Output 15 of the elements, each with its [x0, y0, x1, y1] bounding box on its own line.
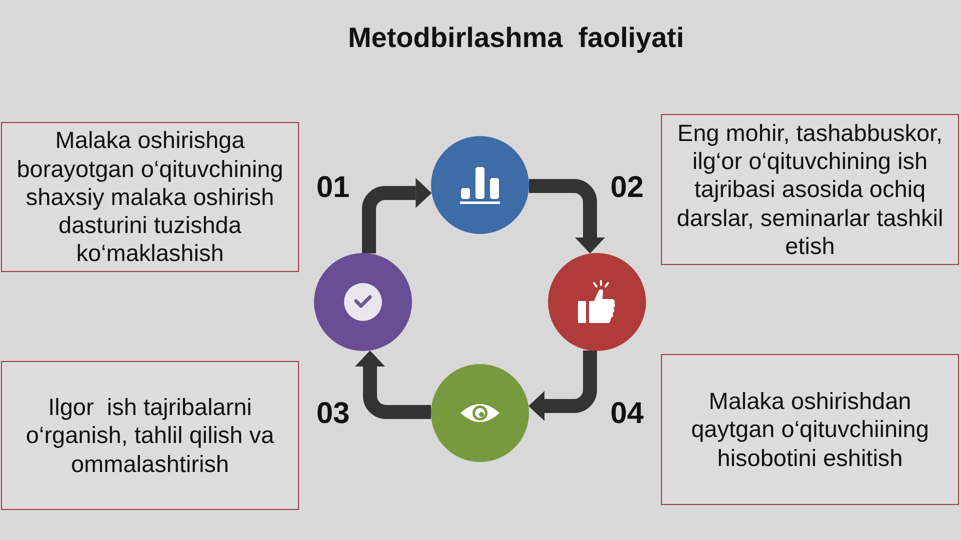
arrow	[529, 179, 605, 254]
description-box	[1, 361, 299, 510]
arrow	[355, 350, 431, 419]
description-text: Malaka oshirishga borayotgan o‘qituvchining shaxsiy malaka oshirish dasturini tuzishda ko‘maklashish	[16, 126, 284, 268]
description-box	[661, 114, 959, 265]
step-number: 04	[610, 399, 644, 429]
step-number: 03	[316, 399, 350, 429]
description-text: Eng mohir, tashabbuskor, ilg‘or o‘qituvchining ish tajribasi asosida ochiq darslar, seminarlar tashkil etish	[676, 118, 944, 260]
description-text: Ilgor ish tajribalarni o‘rganish, tahlil qilish va ommalashtirish	[24, 393, 276, 478]
step-number: 01	[316, 173, 350, 203]
title: Metodbirlashma faoliyati	[348, 21, 684, 55]
description-text: Malaka oshirishdan qaytgan o‘qituvchiining hisobotini eshitish	[690, 387, 930, 472]
description-box	[661, 354, 959, 505]
arrow	[362, 178, 432, 254]
step-number: 02	[610, 173, 644, 203]
